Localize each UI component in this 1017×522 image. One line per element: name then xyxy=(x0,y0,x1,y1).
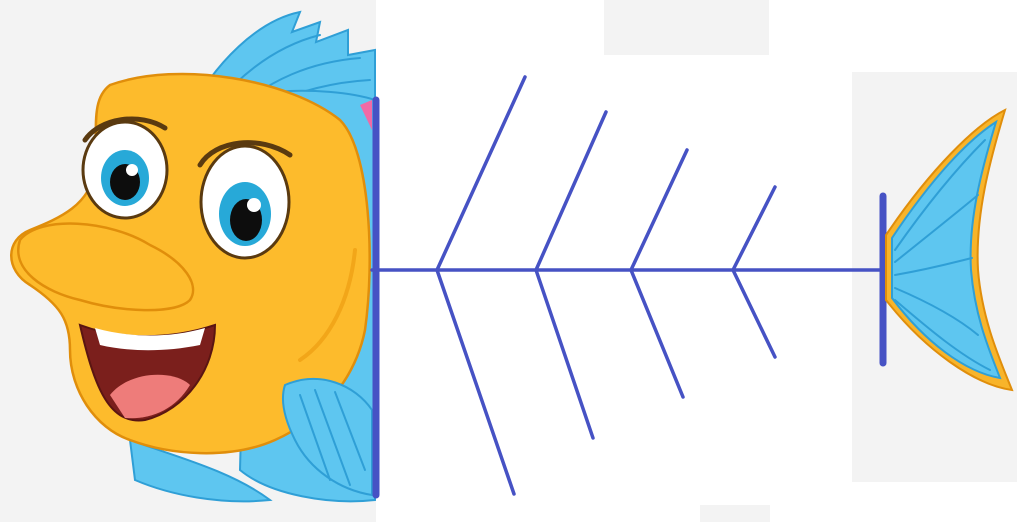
cause-bone-lower-4 xyxy=(733,270,775,357)
cause-bone-lower-2 xyxy=(536,270,593,438)
cause-bone-upper-2 xyxy=(536,112,606,270)
fishbone-diagram xyxy=(372,77,883,495)
cause-bone-lower-1 xyxy=(437,270,514,494)
cause-bone-upper-1 xyxy=(437,77,525,270)
cause-bone-upper-4 xyxy=(733,187,775,270)
cause-bone-upper-3 xyxy=(631,150,687,270)
cause-bone-lower-3 xyxy=(631,270,683,397)
fish-eye-left xyxy=(83,119,167,218)
